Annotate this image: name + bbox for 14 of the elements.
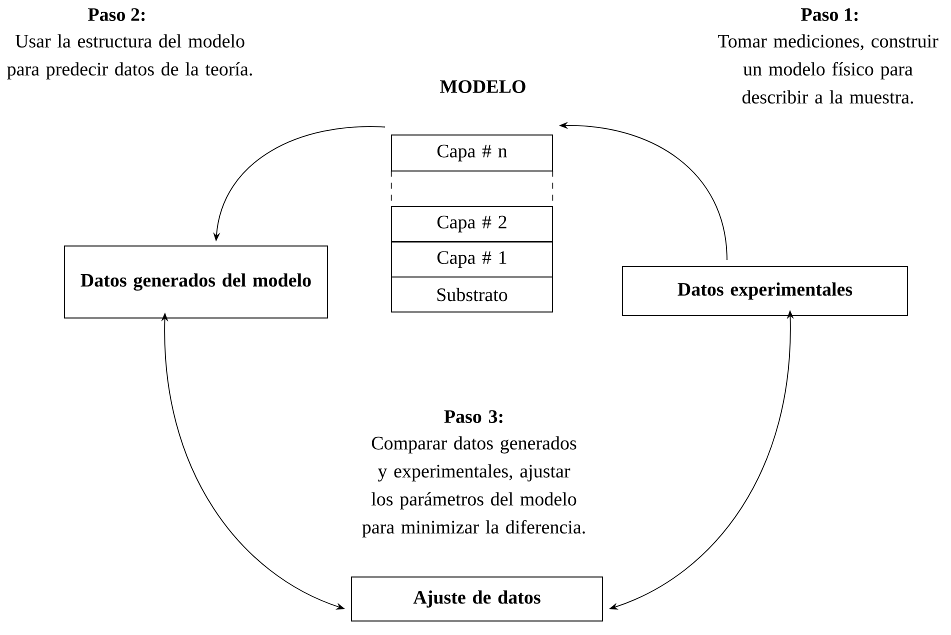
step-description: Comparar datos generados y experimentales, ajustar los parámetros del modelo para minimizar la diferencia. [362,436,585,538]
layer-cell: Capa # 1 [391,242,553,278]
step-heading: Paso 2: [88,8,145,22]
process-box: Ajuste de datos [351,576,603,622]
step-heading: Paso 3: [444,410,502,424]
substrate-cell: Substrato [391,276,553,312]
layer-cell: Capa # n [391,134,553,172]
step-heading: Paso 1: [801,8,858,21]
result-box: Datos generados del modelo [64,246,328,318]
step-description: Usar la estructura del modelo para predecir datos de la teoría. [7,34,252,80]
step-description: Tomar mediciones, construir un modelo físico para describir a la muestra. [718,34,938,104]
layer-cell: Capa # 2 [391,206,553,242]
result-box: Datos experimentales [622,266,908,316]
model-heading: MODELO [440,80,526,93]
